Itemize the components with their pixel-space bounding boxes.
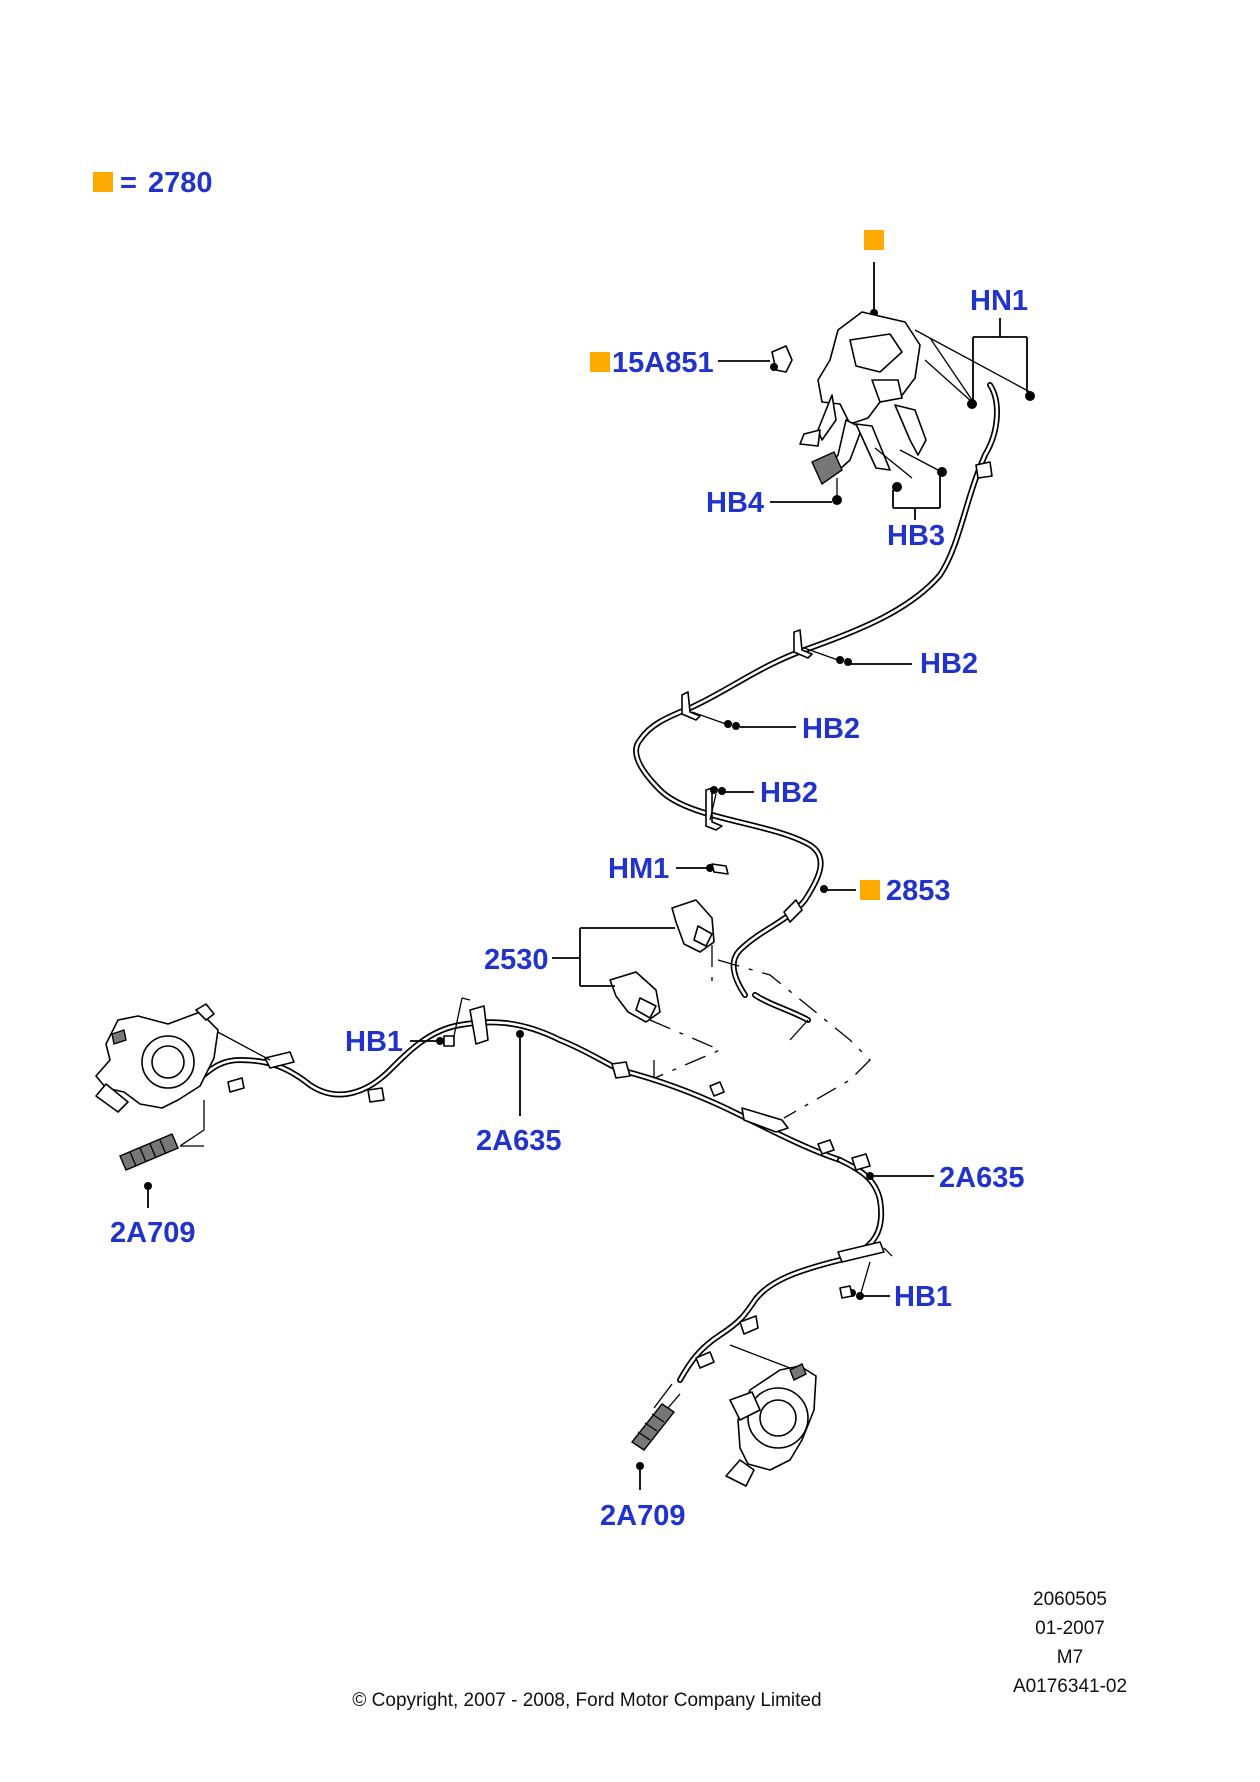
svg-text:2A635: 2A635 — [476, 1125, 561, 1157]
callout-2a635-right: 2A635 — [866, 1162, 1024, 1194]
front-parking-brake-cable — [633, 382, 1000, 998]
callout-2a709-bottom: 2A709 — [600, 1462, 685, 1532]
callout-2853: 2853 — [820, 875, 951, 907]
callout-hb2-upper: HB2 — [803, 647, 978, 680]
svg-text:HB2: HB2 — [920, 648, 978, 680]
svg-text:HB2: HB2 — [802, 713, 860, 745]
drawing-date: 01-2007 — [1035, 1618, 1105, 1639]
callout-hb2-lower: HB2 — [709, 777, 818, 821]
right-rear-parking-brake-cable — [653, 1153, 893, 1409]
svg-text:2A635: 2A635 — [939, 1162, 1024, 1194]
svg-text:HB3: HB3 — [887, 520, 945, 552]
callout-hb2-middle: HB2 — [691, 711, 860, 745]
callout-hb3: HB3 — [887, 467, 947, 552]
svg-text:2A709: 2A709 — [600, 1500, 685, 1532]
legend-marker-icon — [93, 172, 113, 192]
callout-hb4: HB4 — [706, 478, 842, 519]
illustration-id: A0176341-02 — [1013, 1676, 1127, 1697]
legend: = 2780 — [93, 167, 213, 199]
cable-guides-2530 — [609, 899, 715, 1023]
svg-text:HB1: HB1 — [345, 1026, 403, 1058]
svg-text:2A709: 2A709 — [110, 1217, 195, 1249]
15a851-marker-icon — [590, 352, 610, 372]
drawing-reference: 2060505 01-2007 M7 A0176341-02 — [1013, 1589, 1127, 1697]
svg-text:HB1: HB1 — [894, 1281, 952, 1313]
callout-hm1: HM1 — [608, 853, 729, 885]
right-cable-boot-2a709 — [630, 1393, 681, 1451]
right-rear-knuckle — [725, 1363, 817, 1487]
callout-2a709-left: 2A709 — [110, 1182, 195, 1249]
left-cable-boot-2a709 — [119, 1133, 204, 1171]
svg-text:HN1: HN1 — [970, 285, 1028, 317]
legend-part-number: 2780 — [148, 167, 213, 199]
callout-15a851: 15A851 — [590, 345, 793, 379]
2853-marker-icon — [860, 880, 880, 900]
left-rear-knuckle — [95, 1003, 219, 1113]
svg-text:2530: 2530 — [484, 944, 549, 976]
callout-hn1: HN1 — [967, 285, 1035, 409]
callout-2a635-left: 2A635 — [476, 1030, 561, 1157]
svg-text:HM1: HM1 — [608, 853, 669, 885]
svg-text:15A851: 15A851 — [612, 347, 714, 379]
model-code: M7 — [1057, 1647, 1083, 1668]
legend-equals: = — [120, 167, 137, 199]
drawing-number: 2060505 — [1033, 1589, 1107, 1610]
left-rear-parking-brake-cable — [179, 997, 631, 1147]
svg-text:HB2: HB2 — [760, 777, 818, 809]
callout-2530: 2530 — [484, 927, 675, 987]
svg-text:2853: 2853 — [886, 875, 951, 907]
equalizer-intermediate-cable — [617, 945, 871, 1163]
pedal-assembly-marker-icon — [864, 230, 884, 250]
parking-brake-pedal-assembly — [799, 230, 1031, 486]
copyright-notice: © Copyright, 2007 - 2008, Ford Motor Com… — [352, 1690, 821, 1711]
callout-hb1-right: HB1 — [839, 1281, 952, 1313]
callout-hb1-left: HB1 — [345, 997, 463, 1058]
svg-text:HB4: HB4 — [706, 487, 764, 519]
